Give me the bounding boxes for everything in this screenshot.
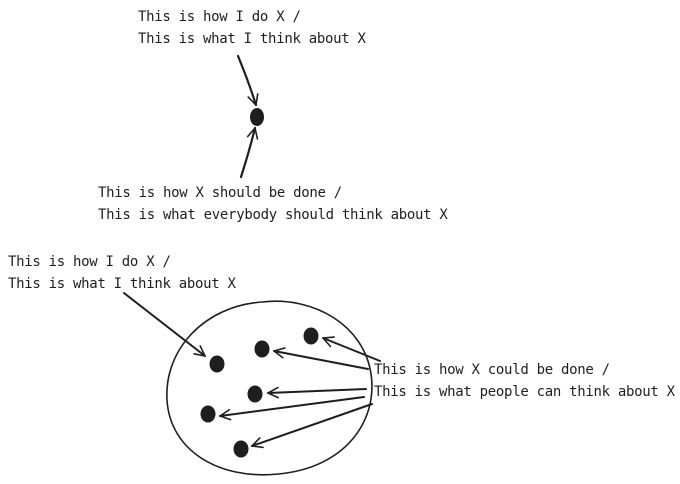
bottom-label-right-line1: This is how X could be done / (374, 362, 610, 378)
arrow-from-top-label (236, 54, 259, 107)
bottom-diagram (123, 292, 381, 476)
circle-boundary (166, 300, 373, 476)
dot-3 (303, 327, 319, 345)
bottom-label-right-line2: This is what people can think about X (374, 384, 675, 400)
dot-1 (209, 355, 225, 373)
bottom-label-left-line2: This is what I think about X (8, 276, 236, 292)
arrow-right-label-to-dot-2 (273, 347, 369, 370)
dot-2 (254, 340, 270, 358)
top-diagram (236, 54, 264, 179)
top-label-below-line1: This is how X should be done / (98, 185, 342, 201)
single-dot (250, 108, 264, 126)
top-label-above-line2: This is what I think about X (138, 31, 366, 47)
dot-5 (200, 405, 216, 423)
arrow-right-label-to-dot-6 (251, 403, 373, 449)
arrow-right-label-to-dot-5 (219, 396, 365, 421)
arrow-right-label-to-dot-3 (322, 336, 381, 362)
top-label-below: This is how X should be done / This is w… (98, 182, 448, 226)
top-label-below-line2: This is what everybody should think abou… (98, 207, 448, 223)
bottom-label-left-line1: This is how I do X / (8, 254, 171, 270)
arrow-left-label-to-dot (123, 292, 206, 357)
arrow-from-bottom-label (239, 126, 259, 179)
top-label-above: This is how I do X / This is what I thin… (138, 6, 366, 50)
bottom-label-right: This is how X could be done / This is wh… (374, 359, 675, 403)
bottom-label-left: This is how I do X / This is what I thin… (8, 251, 236, 295)
arrow-right-label-to-dot-4 (267, 386, 367, 399)
dot-4 (247, 385, 263, 403)
dot-6 (233, 440, 249, 458)
top-label-above-line1: This is how I do X / (138, 9, 301, 25)
